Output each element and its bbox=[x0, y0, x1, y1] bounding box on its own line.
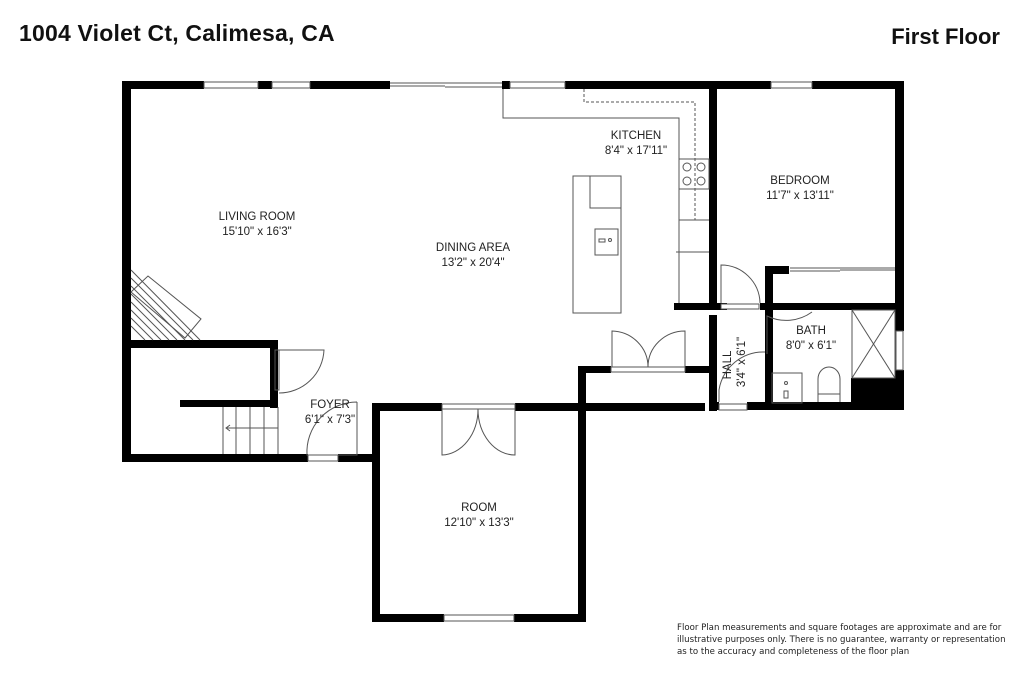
bath-dims: 8'0" x 6'1" bbox=[786, 340, 836, 352]
bath-fixtures bbox=[771, 309, 896, 404]
kitchen-fixtures bbox=[502, 89, 710, 314]
foyer-name: FOYER bbox=[310, 399, 350, 411]
bath-name: BATH bbox=[796, 325, 826, 337]
doors bbox=[274, 264, 813, 462]
hall-name: HALL bbox=[722, 350, 734, 379]
hall-dims: 3'4" x 6'1" bbox=[736, 337, 748, 387]
floor-title: First Floor bbox=[891, 24, 1000, 49]
dining-area-name: DINING AREA bbox=[436, 242, 510, 254]
dining-area-dims: 13'2" x 20'4" bbox=[441, 257, 504, 269]
room-labels: LIVING ROOM 15'10" x 16'3" DINING AREA 1… bbox=[219, 130, 836, 529]
kitchen-name: KITCHEN bbox=[611, 130, 661, 142]
room-name: ROOM bbox=[461, 502, 497, 514]
living-room-dims: 15'10" x 16'3" bbox=[222, 226, 291, 238]
living-room-name: LIVING ROOM bbox=[219, 211, 296, 223]
bedroom-dims: 11'7" x 13'11" bbox=[766, 190, 834, 202]
foyer-dims: 6'1" x 7'3" bbox=[305, 414, 355, 426]
disclaimer-line-3: as to the accuracy and completeness of t… bbox=[677, 647, 910, 657]
room-dims: 12'10" x 13'3" bbox=[444, 517, 513, 529]
windows bbox=[203, 81, 904, 622]
sliding-door bbox=[390, 82, 895, 272]
disclaimer: Floor Plan measurements and square foota… bbox=[677, 622, 1017, 658]
kitchen-dims: 8'4" x 17'11" bbox=[605, 145, 667, 157]
property-address: 1004 Violet Ct, Calimesa, CA bbox=[19, 20, 335, 46]
bedroom-name: BEDROOM bbox=[770, 175, 829, 187]
disclaimer-line-2: illustrative purposes only. There is no … bbox=[677, 635, 1006, 645]
walls bbox=[122, 81, 904, 622]
stairs bbox=[130, 269, 279, 454]
disclaimer-line-1: Floor Plan measurements and square foota… bbox=[677, 623, 1002, 633]
